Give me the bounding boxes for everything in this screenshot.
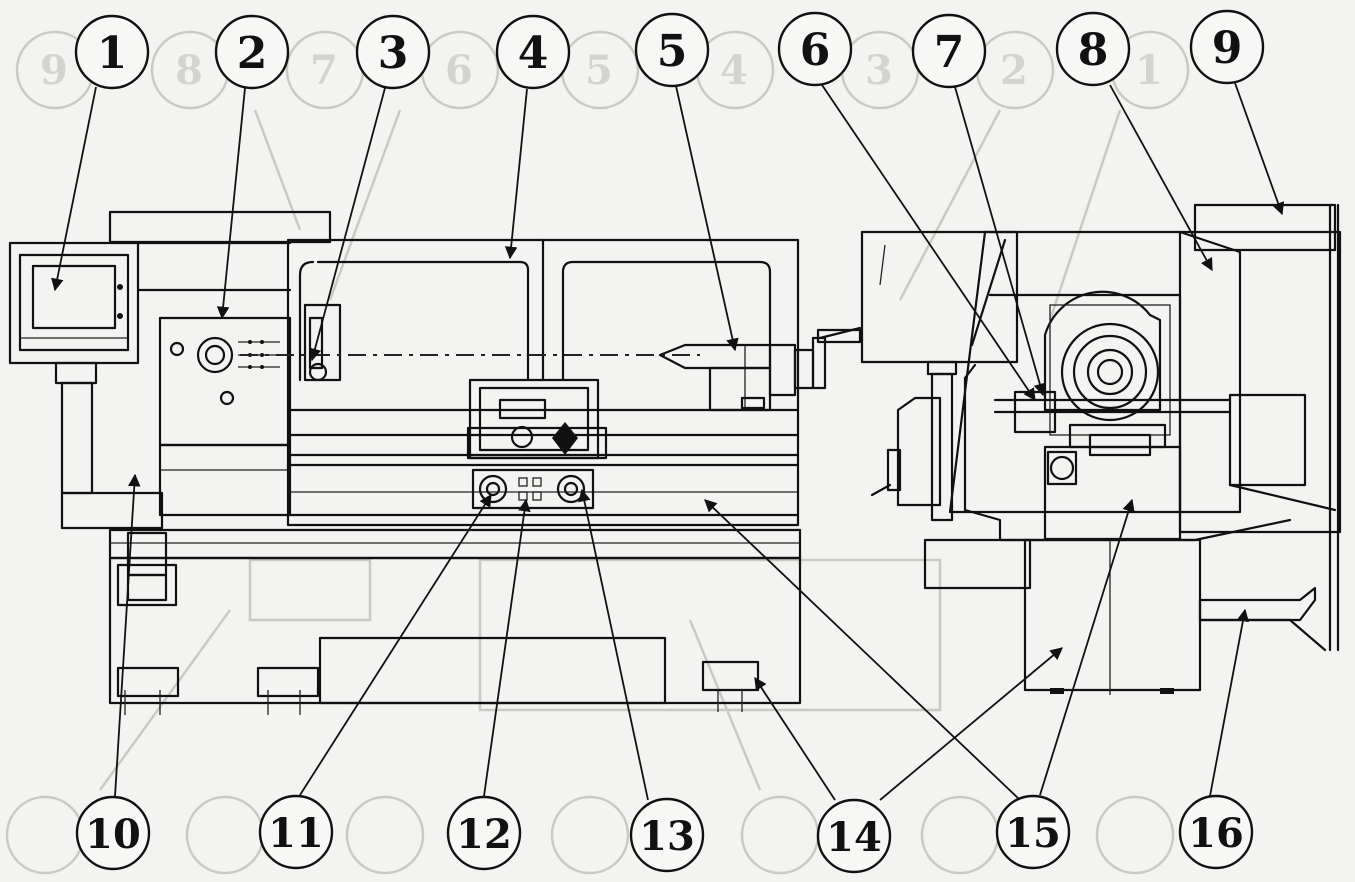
carriage-apron — [466, 378, 608, 510]
svg-text:10: 10 — [85, 811, 141, 858]
svg-text:5: 5 — [657, 26, 688, 77]
svg-text:1: 1 — [1135, 47, 1163, 94]
svg-text:8: 8 — [175, 47, 203, 94]
svg-text:6: 6 — [445, 47, 473, 94]
enclosure-doors — [286, 238, 800, 527]
svg-text:1: 1 — [97, 28, 128, 79]
svg-text:7: 7 — [934, 27, 965, 78]
callout-9: 9 — [1189, 9, 1265, 85]
tailstock — [658, 326, 862, 412]
callout-2: 2 — [214, 14, 290, 90]
front-view — [8, 210, 862, 715]
svg-text:6: 6 — [800, 25, 831, 76]
svg-text:9: 9 — [40, 47, 68, 94]
svg-text:12: 12 — [456, 811, 512, 858]
callout-14: 14 — [816, 798, 892, 874]
svg-text:8: 8 — [1078, 25, 1109, 76]
svg-text:2: 2 — [1000, 47, 1028, 94]
callout-3: 3 — [355, 14, 431, 90]
callout-15: 15 — [995, 794, 1071, 870]
callout-10: 10 — [75, 795, 151, 871]
callout-13: 13 — [629, 797, 705, 873]
svg-text:3: 3 — [865, 47, 893, 94]
callout-12: 12 — [446, 795, 522, 871]
callout-8: 8 — [1055, 11, 1131, 87]
spindle-chuck — [303, 303, 342, 382]
svg-text:16: 16 — [1188, 810, 1244, 857]
callout-leaders — [51, 82, 1285, 801]
callout-11: 11 — [258, 794, 334, 870]
svg-text:11: 11 — [268, 810, 324, 857]
control-monitor — [8, 241, 164, 530]
svg-text:7: 7 — [310, 47, 338, 94]
svg-text:2: 2 — [237, 28, 268, 79]
callout-4: 4 — [495, 14, 571, 90]
svg-text:13: 13 — [639, 813, 695, 860]
callout-16: 16 — [1178, 794, 1254, 870]
callout-7: 7 — [911, 13, 987, 89]
svg-text:5: 5 — [585, 47, 613, 94]
callout-5: 5 — [634, 12, 710, 88]
headstock — [158, 316, 292, 447]
svg-text:14: 14 — [826, 814, 882, 861]
svg-text:3: 3 — [378, 28, 409, 79]
side-chuck — [1043, 290, 1171, 436]
side-view — [860, 203, 1342, 695]
turret — [993, 390, 1232, 457]
callout-6: 6 — [777, 11, 853, 87]
svg-text:4: 4 — [518, 28, 549, 79]
svg-text:15: 15 — [1005, 810, 1061, 857]
base-cabinet — [108, 531, 802, 715]
svg-text:4: 4 — [720, 47, 748, 94]
callout-1: 1 — [74, 14, 150, 90]
svg-text:9: 9 — [1212, 23, 1243, 74]
